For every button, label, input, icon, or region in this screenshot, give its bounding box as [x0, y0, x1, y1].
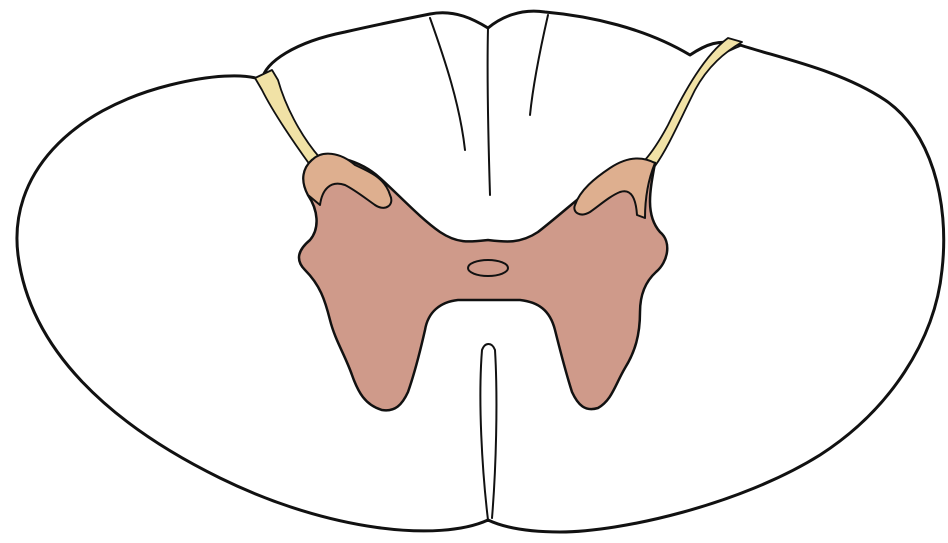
spinal-cord-cross-section-diagram: [0, 0, 948, 543]
